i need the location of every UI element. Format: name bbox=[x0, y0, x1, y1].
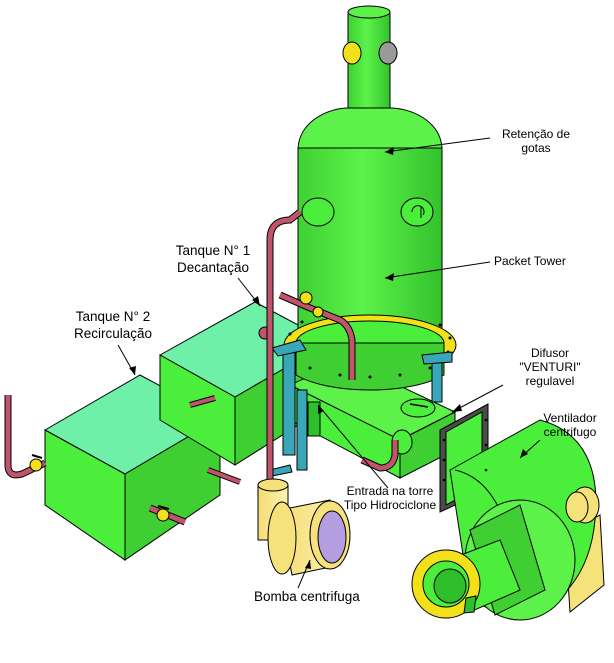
label-inlet: Entrada na torre Tipo Hidrociclone bbox=[330, 484, 450, 512]
label-retention-line1: Retenção de bbox=[501, 127, 571, 141]
tank2-valve bbox=[29, 454, 43, 472]
label-venturi-line3: regulavel bbox=[525, 374, 575, 388]
label-fan-line1: Ventilador bbox=[543, 411, 597, 425]
label-venturi-line2: "VENTURI" bbox=[519, 360, 581, 374]
label-tank-2: Tanque N° 2 Recirculação bbox=[58, 308, 168, 342]
label-fan: Ventilador centrifugo bbox=[525, 411, 614, 439]
label-tank-1: Tanque N° 1 Decantação bbox=[158, 242, 268, 276]
label-packet-tower: Packet Tower bbox=[494, 254, 566, 268]
label-venturi: Difusor "VENTURI" regulavel bbox=[500, 346, 600, 388]
label-tank1-line1: Tanque N° 1 bbox=[175, 243, 251, 258]
label-retention: Retenção de gotas bbox=[480, 127, 592, 155]
label-retention-line2: gotas bbox=[521, 141, 551, 155]
label-tank1-line2: Decantação bbox=[176, 260, 250, 275]
scrubber-tower bbox=[283, 5, 457, 391]
tank2-drain-valve bbox=[156, 505, 170, 522]
label-tank2-line1: Tanque N° 2 bbox=[75, 309, 151, 324]
recirculation-pipe bbox=[266, 209, 399, 490]
label-inlet-line1: Entrada na torre bbox=[346, 484, 434, 498]
label-pump: Bomba centrifuga bbox=[254, 589, 360, 604]
label-inlet-line2: Tipo Hidrociclone bbox=[343, 498, 437, 512]
tower-supports bbox=[269, 339, 453, 477]
label-venturi-line1: Difusor bbox=[530, 346, 569, 360]
centrifugal-pump bbox=[257, 478, 351, 576]
fan-inlet bbox=[411, 539, 521, 619]
label-fan-line2: centrifugo bbox=[543, 425, 597, 439]
label-tank2-line2: Recirculação bbox=[73, 326, 153, 341]
